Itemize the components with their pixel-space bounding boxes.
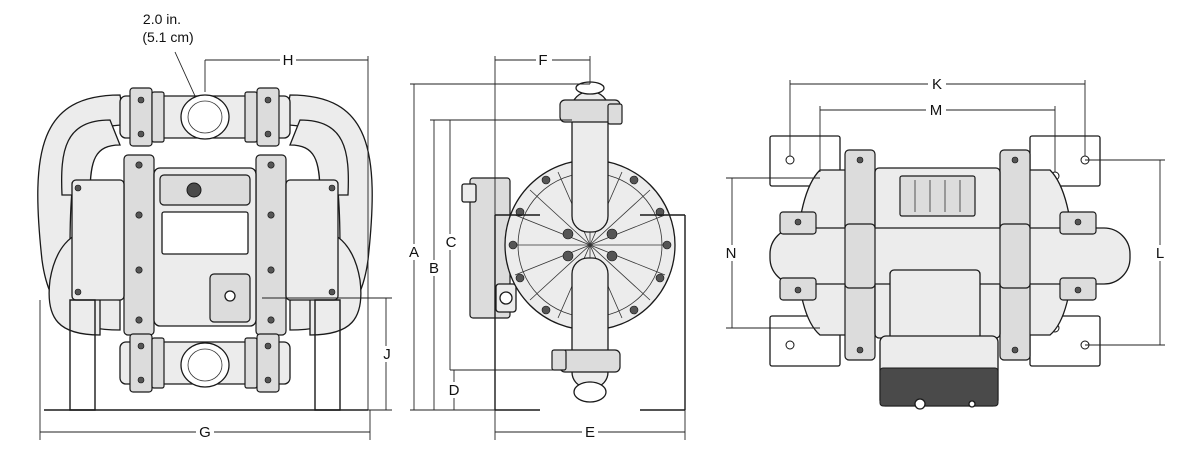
label-L: L — [1156, 245, 1164, 262]
label-F: F — [538, 52, 547, 69]
label-D: D — [449, 382, 460, 399]
label-J: J — [383, 346, 391, 363]
dimension-labels: 2.0 in. (5.1 cm) H G J F A B C D E K M N… — [130, 6, 1170, 441]
port-size-note-line1: 2.0 in. — [143, 11, 181, 27]
top-view — [769, 135, 1131, 410]
label-C: C — [446, 234, 457, 251]
port-size-note-line2: (5.1 cm) — [142, 29, 193, 45]
front-view — [37, 87, 373, 411]
label-N: N — [726, 245, 737, 262]
label-B: B — [429, 260, 439, 277]
label-G: G — [199, 424, 211, 441]
label-H: H — [283, 52, 294, 69]
label-E: E — [585, 424, 595, 441]
side-view — [461, 81, 686, 411]
label-K: K — [932, 76, 942, 93]
label-A: A — [409, 244, 419, 261]
label-M: M — [930, 102, 943, 119]
